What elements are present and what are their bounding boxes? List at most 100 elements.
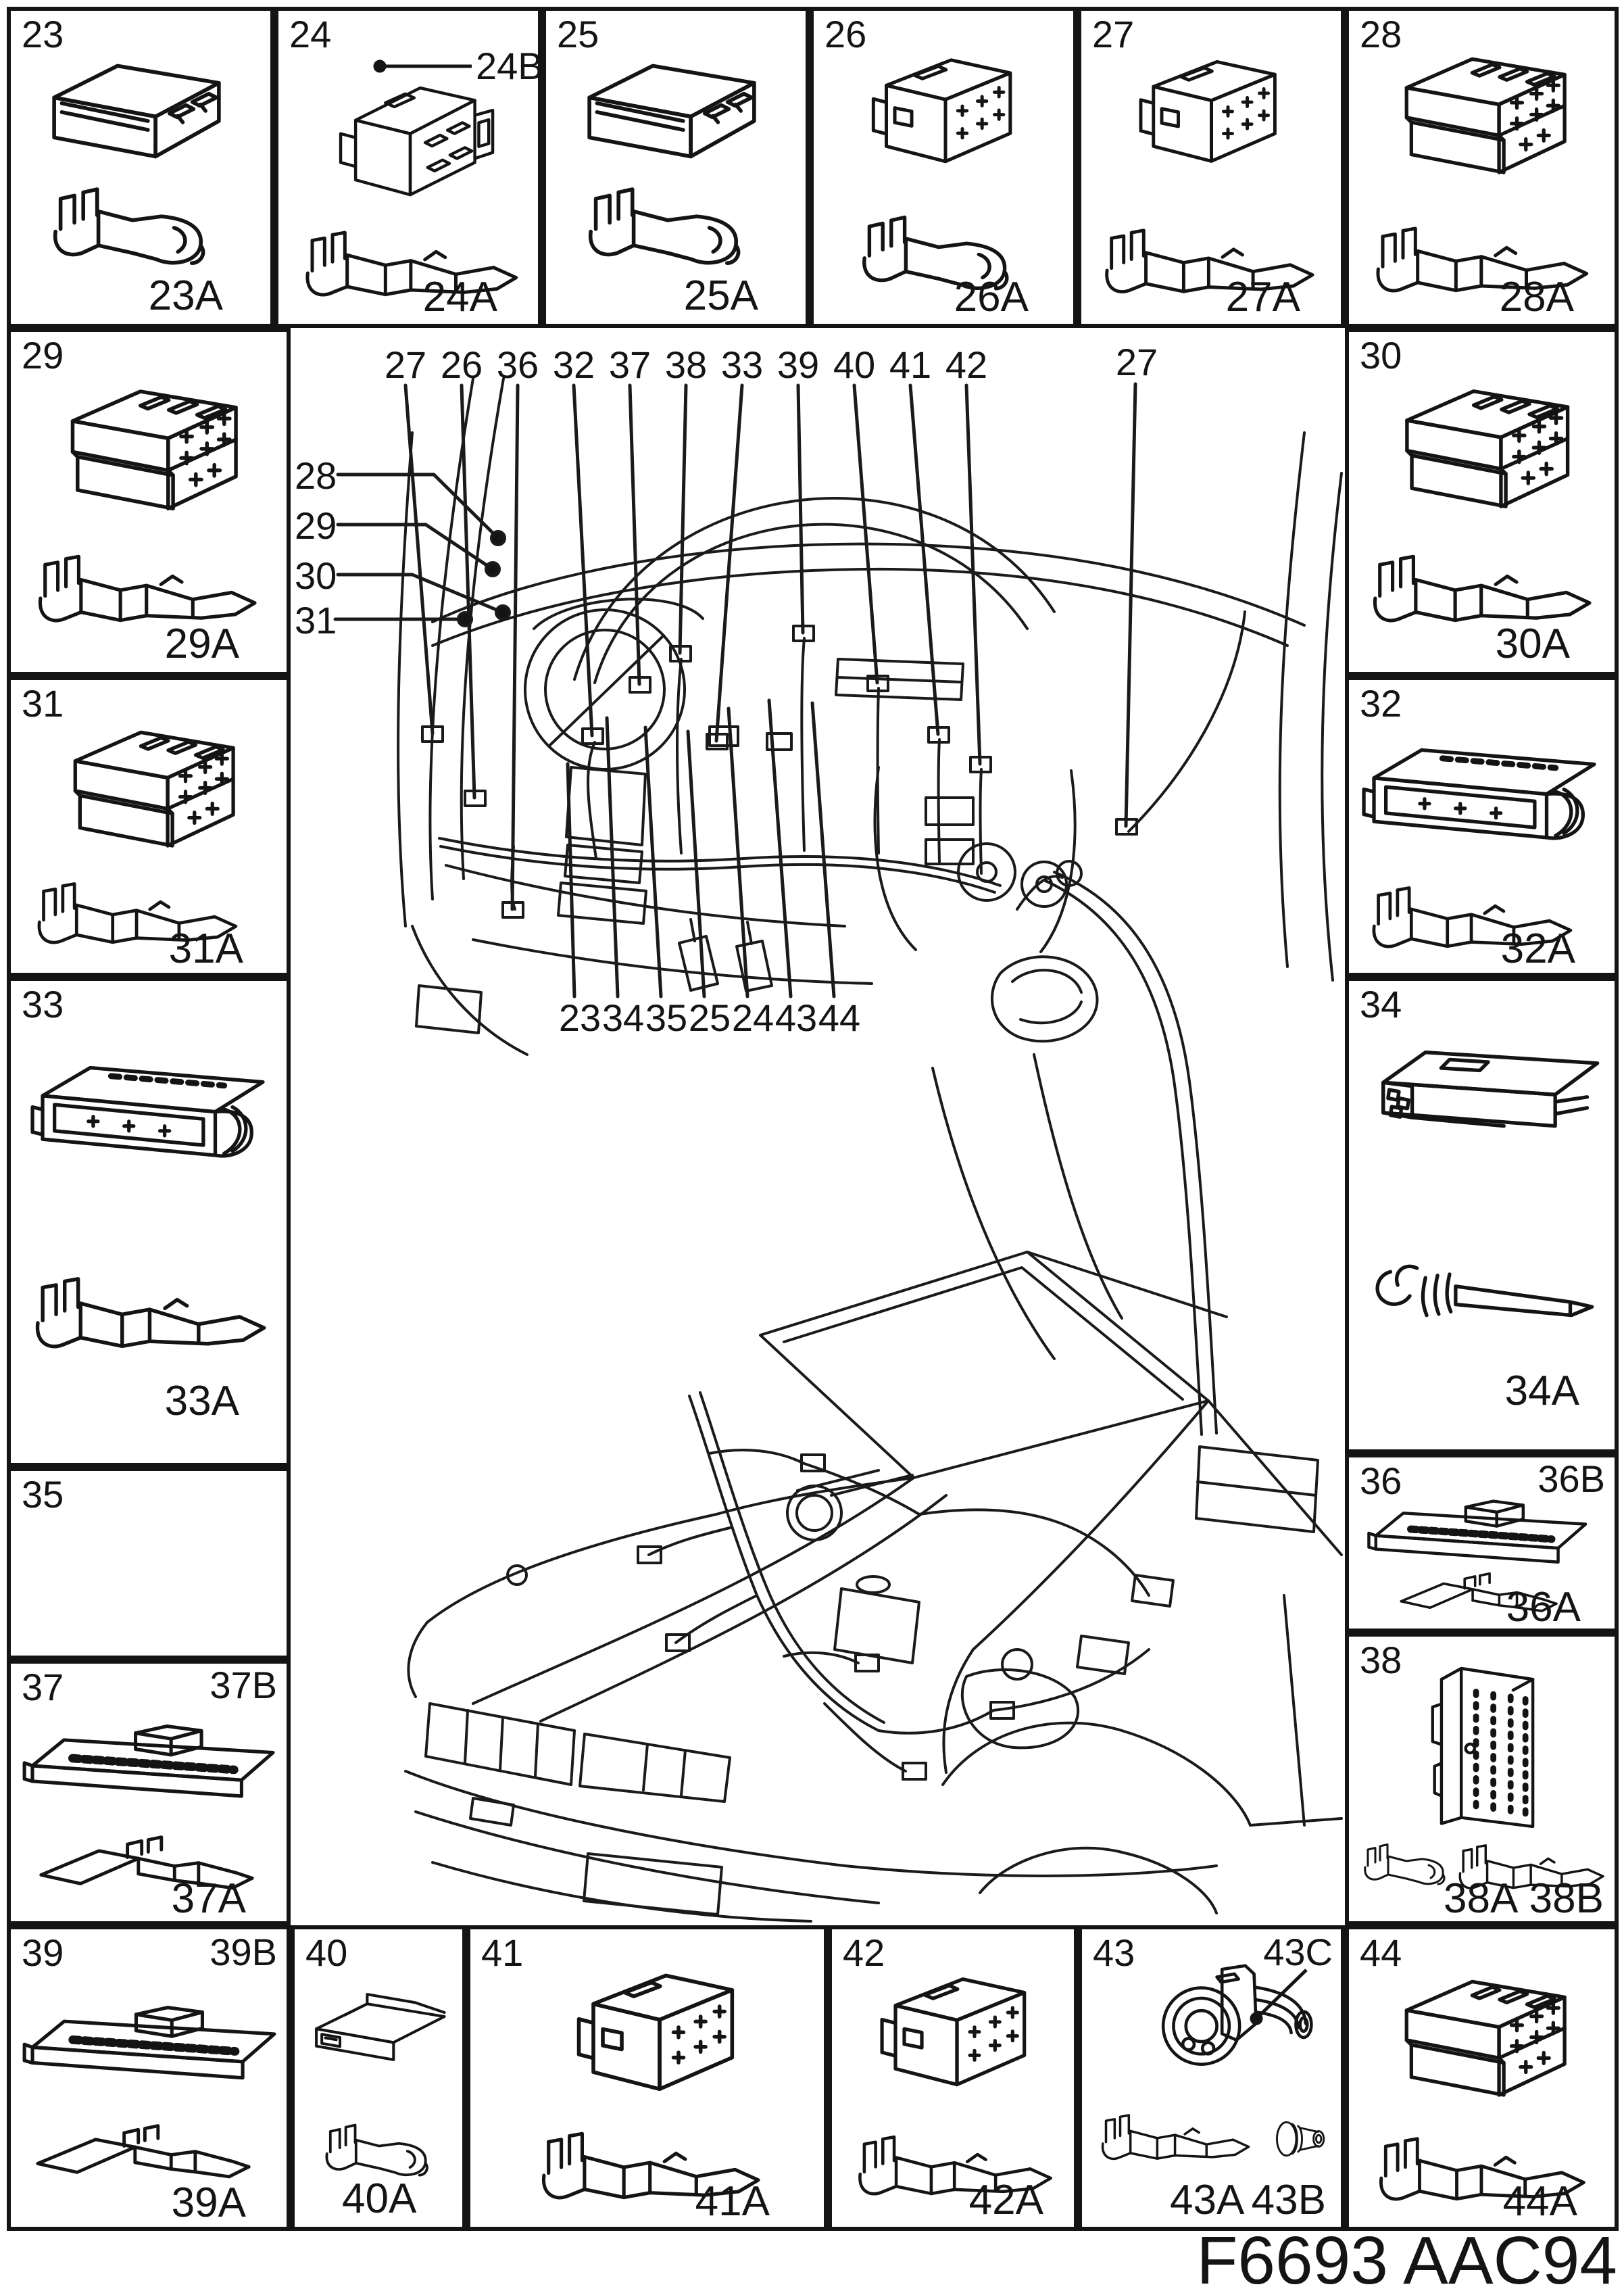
callout-bottom-34: 34 — [601, 996, 645, 1039]
callout-top-36: 36 — [496, 343, 539, 386]
label-26a: 26A — [954, 274, 1029, 320]
cell-41: 41 41A — [466, 1925, 828, 2231]
connector-40-illustration — [308, 1983, 453, 2070]
connector-37-illustration — [21, 1706, 285, 1814]
cell-39: 39 39B 39A — [7, 1925, 291, 2231]
label-23a: 23A — [148, 272, 223, 319]
label-38b: 38B — [1529, 1875, 1604, 1922]
cell-35-number: 35 — [22, 1473, 64, 1516]
callout-top-27: 27 — [384, 343, 427, 386]
figure-reference-code: F6693 AAC94 — [1196, 2223, 1617, 2291]
label-41a: 41A — [695, 2178, 770, 2225]
callout-top-39: 39 — [777, 343, 820, 386]
cell-37: 37 37B 37A — [7, 1660, 291, 1925]
label-29a: 29A — [164, 621, 239, 667]
callout-top-42: 42 — [945, 343, 988, 386]
label-32a: 32A — [1500, 925, 1575, 972]
callout-bottom-43: 43 — [774, 996, 818, 1039]
label-37a: 37A — [171, 1875, 246, 1922]
cell-27-number: 27 — [1092, 13, 1135, 55]
cell-43-number: 43 — [1093, 1931, 1135, 1974]
cell-26: 26 26A — [810, 7, 1077, 328]
cell-40-number: 40 — [305, 1931, 348, 1974]
cell-36-number: 36 — [1360, 1460, 1402, 1502]
connector-44-illustration — [1383, 1969, 1585, 2123]
terminal-38a-illustration — [1364, 1843, 1446, 1885]
cell-38: 38 38A 38B — [1345, 1633, 1619, 1925]
label-44a: 44A — [1502, 2178, 1577, 2225]
leader-24b — [373, 59, 472, 73]
connector-34-illustration — [1359, 1028, 1613, 1161]
cell-23-number: 23 — [22, 13, 64, 55]
cell-43: 43 43C 43A 43B — [1078, 1925, 1345, 2231]
terminal-25a-illustration — [573, 180, 762, 287]
cell-44: 44 44A — [1345, 1925, 1619, 2231]
label-40a: 40A — [342, 2175, 417, 2222]
label-38a: 38A — [1444, 1875, 1519, 1922]
cell-34-number: 34 — [1360, 983, 1402, 1026]
cell-34: 34 34A — [1345, 977, 1619, 1453]
cell-42-number: 42 — [843, 1931, 885, 1974]
label-34a: 34A — [1504, 1368, 1579, 1414]
callout-target-connectors — [421, 530, 1138, 919]
callout-left-28: 28 — [295, 454, 337, 497]
connector-26-illustration — [861, 46, 1030, 193]
terminal-34a-illustration — [1359, 1251, 1613, 1348]
cell-35: 35 — [7, 1467, 291, 1660]
connector-33-illustration — [28, 1045, 278, 1188]
cell-44-number: 44 — [1360, 1931, 1402, 1974]
label-43c: 43C — [1263, 1931, 1333, 1973]
connector-42-illustration — [869, 1964, 1045, 2117]
cell-31: 31 31A — [7, 676, 291, 977]
connector-23-illustration — [35, 50, 238, 177]
label-43b: 43B — [1251, 2177, 1326, 2223]
leader-43c — [1250, 1969, 1308, 2025]
label-28a: 28A — [1499, 274, 1574, 320]
callout-top-38: 38 — [664, 343, 708, 386]
cell-36: 36 36B 36A — [1345, 1453, 1619, 1633]
label-24a: 24A — [422, 274, 497, 320]
terminal-23a-illustration — [38, 180, 227, 287]
label-42a: 42A — [968, 2177, 1043, 2223]
label-24b: 24B — [476, 45, 543, 87]
callout-bottom-23: 23 — [558, 996, 601, 1039]
cell-26-number: 26 — [825, 13, 867, 55]
label-37b: 37B — [210, 1664, 277, 1706]
callout-top-32: 32 — [552, 343, 595, 386]
cell-30: 30 30A — [1345, 328, 1619, 676]
connector-29-illustration — [48, 378, 257, 538]
callout-bottom-25: 25 — [688, 996, 731, 1039]
cell-31-number: 31 — [22, 682, 64, 725]
callout-leader-lines — [333, 382, 1137, 998]
cell-25: 25 25A — [542, 7, 810, 328]
dashboard-illustration — [397, 377, 1343, 1533]
cell-30-number: 30 — [1360, 334, 1402, 377]
cell-38-number: 38 — [1360, 1639, 1402, 1681]
label-33a: 33A — [164, 1378, 239, 1424]
car-front-illustration — [404, 1251, 1343, 1923]
cell-37-number: 37 — [22, 1666, 64, 1708]
label-30a: 30A — [1495, 621, 1570, 667]
connector-25-illustration — [570, 50, 773, 177]
cell-29: 29 29A — [7, 328, 291, 676]
connector-39-illustration — [21, 1987, 286, 2096]
callout-top-37: 37 — [608, 343, 651, 386]
label-36b: 36B — [1537, 1457, 1605, 1500]
cell-25-number: 25 — [557, 13, 599, 55]
connector-32-illustration — [1359, 727, 1609, 870]
callout-top-40: 40 — [833, 343, 876, 386]
callout-top-33: 33 — [720, 343, 764, 386]
label-25a: 25A — [683, 272, 758, 319]
label-39a: 39A — [171, 2179, 246, 2226]
callout-top-41: 41 — [889, 343, 932, 386]
connector-41-illustration — [565, 1960, 754, 2124]
cell-29-number: 29 — [22, 334, 64, 377]
cell-32: 32 32A — [1345, 676, 1619, 977]
label-27a: 27A — [1225, 274, 1300, 320]
cell-32-number: 32 — [1360, 682, 1402, 725]
cell-33: 33 33A — [7, 977, 291, 1467]
cell-28: 28 28A — [1345, 7, 1619, 328]
label-43a: 43A — [1170, 2177, 1245, 2223]
label-36a: 36A — [1506, 1584, 1581, 1631]
